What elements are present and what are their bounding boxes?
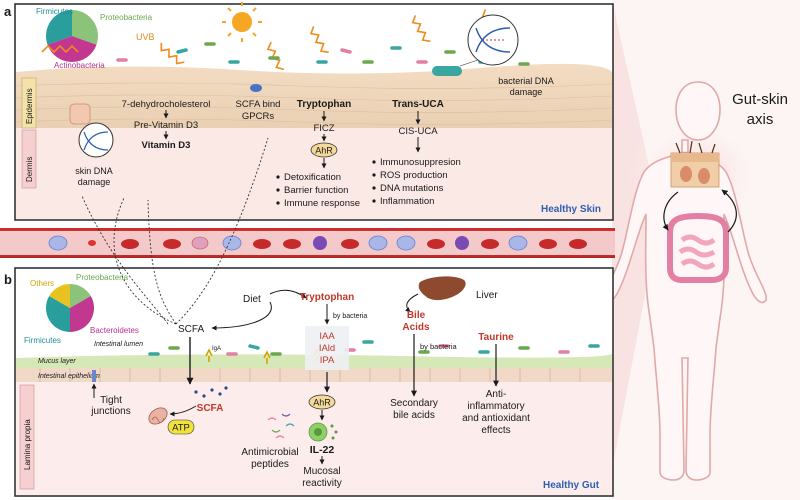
- scfa-epithelium-label: SCFA: [197, 403, 224, 414]
- pie-label-proteobacteria: Proteobacteria: [100, 13, 153, 22]
- sun-icon: [222, 2, 262, 42]
- skin-dna-damage: skin DNA damage: [69, 103, 114, 187]
- bile-line1: Bile: [407, 310, 426, 321]
- skin-dna-line1: skin DNA: [75, 166, 113, 176]
- gut-trp-metabolite-3: IPA: [320, 355, 335, 366]
- bacterial-dna-line2: damage: [510, 87, 543, 97]
- atp-label: ATP: [172, 423, 190, 434]
- bile-by: by bacteria: [420, 342, 458, 351]
- blood-vessel: [0, 228, 615, 258]
- scfa-label: SCFA: [178, 324, 204, 335]
- gut-trp-metabolite-1: IAA: [319, 331, 335, 342]
- scfa-molecules: [194, 386, 228, 398]
- panel-b-letter: b: [4, 272, 12, 287]
- mitochondrion-icon: [148, 407, 168, 425]
- tight-junctions-line1: Tight: [100, 395, 122, 406]
- axis-title-line1: Gut-skin: [732, 91, 788, 108]
- uvb-label: UVB: [136, 32, 155, 42]
- panel-a-footer: Healthy Skin: [541, 204, 601, 215]
- amp-line1: Antimicrobial: [241, 447, 298, 458]
- panel-a-skin: Epidermis Dermis a Firmicutes Proteobact…: [4, 2, 614, 221]
- intestine-icon: [667, 212, 729, 283]
- bile-line2: Acids: [402, 322, 430, 333]
- gut-tryptophan-pathway: Tryptophan by bacteria IAA IAld IPA AhR …: [300, 292, 368, 489]
- taurine-title: Taurine: [478, 332, 514, 343]
- secondary-bile-line1: Secondary: [390, 398, 438, 409]
- skin-dna-line2: damage: [78, 177, 111, 187]
- bacterial-dna-line1: bacterial DNA: [498, 76, 554, 86]
- bacterial-dna-damage: bacterial DNA damage: [432, 14, 554, 97]
- pie-label-firmicutes: Firmicutes: [36, 7, 73, 16]
- axis-title-line2: axis: [747, 111, 774, 128]
- panel-a-letter: a: [4, 4, 12, 19]
- epithelium-label: Intestinal epithelium: [38, 373, 100, 380]
- skin-trp-effect-2: Barrier function: [284, 185, 348, 196]
- gut-microbiome-pie: Others Proteobacteria Firmicutes Bactero…: [24, 273, 139, 345]
- lamina-label: Lamina propia: [23, 419, 32, 470]
- layer-label-epidermis: Epidermis: [25, 88, 34, 124]
- skin-block-icon: [670, 140, 720, 188]
- pie-b-label-firmicutes: Firmicutes: [24, 336, 61, 345]
- uca-title: Trans-UCA: [392, 99, 444, 110]
- lumen-label: Intestinal lumen: [94, 341, 143, 348]
- skin-trp-effect-3: Immune response: [284, 198, 360, 209]
- panel-b-footer: Healthy Gut: [543, 480, 600, 491]
- diet-label: Diet: [243, 294, 261, 305]
- amp-line2: peptides: [251, 459, 289, 470]
- liver-label: Liver: [476, 290, 498, 301]
- taurine-effect-line4: effects: [481, 425, 510, 436]
- skin-tryptophan-pathway: Tryptophan FICZ AhR Detoxification Barri…: [276, 99, 360, 209]
- pie-b-label-bacteroidetes: Bacteroidetes: [90, 326, 139, 335]
- scfa-gpcr-line1: SCFA bind: [236, 99, 281, 110]
- uca-effect-3: DNA mutations: [380, 183, 444, 194]
- uca-effect-4: Inflammation: [380, 196, 434, 207]
- secondary-bile-line2: bile acids: [393, 410, 435, 421]
- vitd-step1: 7-dehydrocholesterol: [122, 99, 211, 110]
- uca-pathway: Trans-UCA CIS-UCA Immunosuppresion ROS p…: [372, 99, 461, 207]
- pie-b-label-proteobacteria: Proteobacteria: [76, 273, 129, 282]
- tight-junctions-line2: junctions: [90, 406, 130, 417]
- liver-icon: [418, 276, 466, 301]
- scfa-gpcr-line2: GPCRs: [242, 111, 274, 122]
- vitamin-d-pathway: 7-dehydrocholesterol Pre-Vitamin D3 Vita…: [122, 99, 211, 151]
- skin-ahr: AhR: [315, 146, 333, 156]
- mucus-label: Mucus layer: [38, 358, 76, 365]
- panel-b-gut: b Others Proteobacteria Firmicutes Bacte…: [4, 137, 614, 497]
- pie-label-actinobacteria: Actinobacteria: [54, 61, 105, 70]
- blood-cells: [48, 235, 587, 251]
- gut-trp-metabolite-2: IAld: [319, 343, 335, 354]
- uca-cis: CIS-UCA: [398, 126, 438, 137]
- human-body-figure: Gut-skin axis: [603, 0, 800, 500]
- iga-label: IgA: [212, 346, 221, 352]
- gut-ahr: AhR: [313, 398, 331, 408]
- mucosal-line2: reactivity: [302, 478, 341, 489]
- skin-bacteria: [116, 42, 530, 66]
- skin-trp-ficz: FICZ: [313, 123, 334, 134]
- gut-skin-links: [81, 137, 269, 325]
- taurine-effect-line3: and antioxidant: [462, 413, 530, 424]
- il22-label: IL-22: [310, 444, 335, 456]
- uca-effect-1: Immunosuppresion: [380, 157, 461, 168]
- antimicrobial-peptides-icon: [267, 413, 295, 439]
- skin-trp-effect-1: Detoxification: [284, 172, 341, 183]
- mucosal-line1: Mucosal: [303, 466, 340, 477]
- taurine-effect-line2: inflammatory: [467, 401, 524, 412]
- gut-trp-title: Tryptophan: [300, 292, 354, 303]
- vitd-step3: Vitamin D3: [142, 140, 191, 151]
- skin-microbiome-pie: Firmicutes Proteobacteria Actinobacteria: [36, 7, 153, 70]
- uca-effect-2: ROS production: [380, 170, 448, 181]
- layer-label-dermis: Dermis: [25, 157, 34, 182]
- taurine-effect-line1: Anti-: [486, 389, 507, 400]
- vitd-step2: Pre-Vitamin D3: [134, 120, 198, 131]
- pie-b-label-others: Others: [30, 279, 54, 288]
- gut-trp-by: by bacteria: [333, 313, 367, 320]
- skin-trp-title: Tryptophan: [297, 99, 351, 110]
